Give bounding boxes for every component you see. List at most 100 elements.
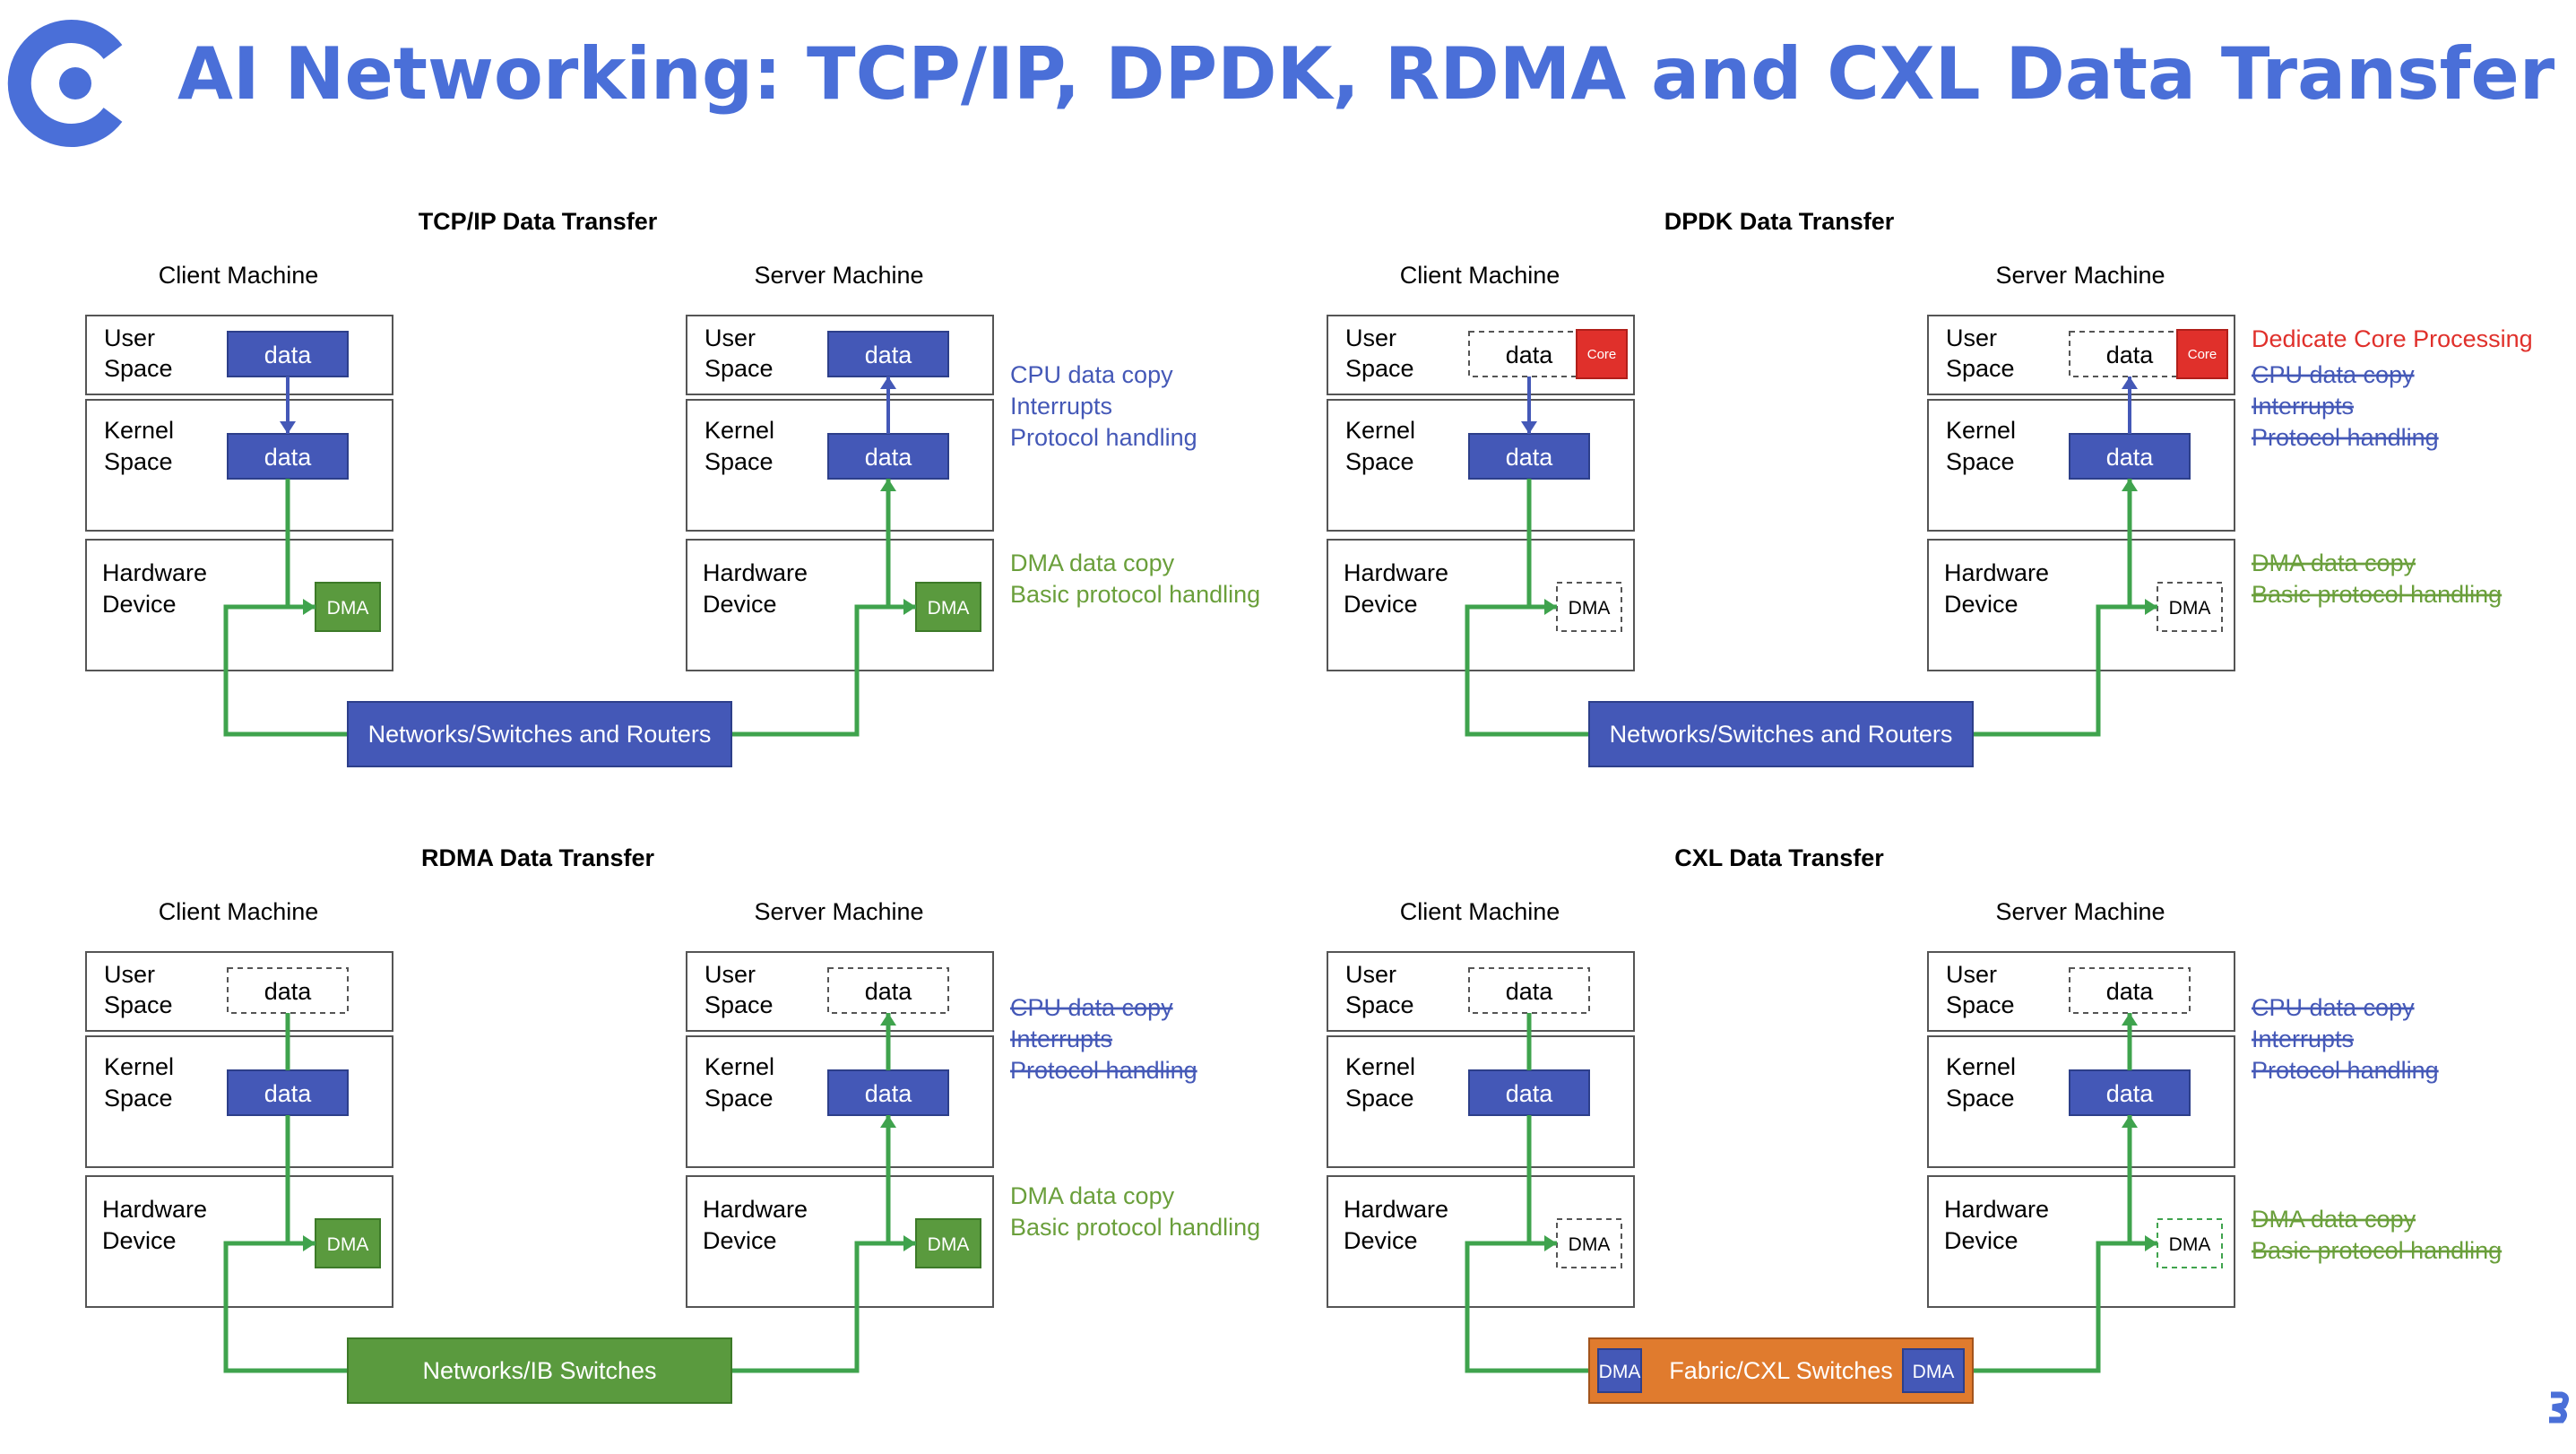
dpdk-client-network-line: [1465, 604, 1589, 737]
dpdk-network-box: [1588, 701, 1974, 767]
cxl-server-user-data-box: [2069, 967, 2191, 1014]
rdma-server-machine-label: Server Machine: [754, 898, 923, 925]
cxl-fabric-dma-right-label: DMA: [1913, 1362, 1955, 1382]
rdma-client-user-label: User: [104, 961, 155, 988]
cxl-fabric-dma-left-label: DMA: [1599, 1362, 1641, 1382]
rdma-server-kernel-label-2: Space: [705, 1085, 774, 1112]
dpdk-server-kernel-label-2: Space: [1946, 448, 2015, 475]
dpdk-dma-note-0: DMA data copy: [2252, 550, 2416, 576]
dpdk-server-machine-label: Server Machine: [1995, 262, 2165, 289]
dpdk-server-user-data-label: data: [2106, 342, 2155, 368]
rdma-server-user-data-label: data: [865, 978, 913, 1005]
c-logo-icon: [7, 20, 123, 147]
rdma-server-hw-label-2: Device: [703, 1227, 777, 1254]
tcp-client-network-line: [223, 604, 348, 737]
cxl-server-machine-label: Server Machine: [1995, 898, 2165, 925]
cxl-client-machine-label: Client Machine: [1400, 898, 1560, 925]
rdma-cpu-note-1: Interrupts: [1010, 1026, 1112, 1052]
dpdk-server-kernel-label: Kernel: [1946, 417, 2016, 444]
tcp-network-label: Networks/Switches and Routers: [368, 721, 712, 748]
rdma-server-user-label-2: Space: [705, 991, 774, 1018]
cxl-client-user-data-box: [1468, 967, 1590, 1014]
rdma-network-label: Networks/IB Switches: [422, 1357, 656, 1384]
rdma-dma-note-0: DMA data copy: [1010, 1182, 1175, 1209]
cxl-fabric-dma-left-box: [1597, 1348, 1642, 1393]
tcp-server-hw-label: Hardware: [703, 559, 808, 586]
dpdk-panel-title: DPDK Data Transfer: [1664, 208, 1895, 235]
dpdk-server-core-box: [2176, 329, 2228, 379]
dpdk-client-dma-label: DMA: [1569, 598, 1611, 619]
cxl-cpu-note-2: Protocol handling: [2252, 1057, 2439, 1084]
rdma-client-hw-label-2: Device: [102, 1227, 177, 1254]
cxl-dma-note-0: DMA data copy: [2252, 1206, 2416, 1233]
cxl-network-label: Fabric/CXL Switches: [1669, 1357, 1893, 1384]
cxl-server-user-arrow: [2122, 1013, 2138, 1026]
rdma-server-dma-label: DMA: [928, 1234, 970, 1255]
dpdk-client-kernel-label-2: Space: [1345, 448, 1414, 475]
dpdk-server-hw-label-2: Device: [1944, 591, 2018, 618]
tcp-server-kernel-data-label: data: [865, 444, 913, 471]
dpdk-server-user-arrow: [2122, 376, 2138, 389]
cxl-fabric-dma-right-box: [1902, 1348, 1965, 1393]
cxl-client-dma-label: DMA: [1569, 1234, 1611, 1255]
page-title: AI Networking: TCP/IP, DPDK, RDMA and CX…: [177, 32, 2555, 116]
rdma-client-network-line: [223, 1241, 348, 1373]
dpdk-cpu-note-1: Interrupts: [2252, 393, 2354, 420]
cxl-dma-note-1: Basic protocol handling: [2252, 1237, 2502, 1264]
rdma-server-user-arrow: [880, 1013, 896, 1026]
cxl-server-user-label: User: [1946, 961, 1997, 988]
cxl-server-kernel-data-label: data: [2106, 1080, 2155, 1107]
tcp-server-kernel-label-2: Space: [705, 448, 774, 475]
rdma-client-kernel-data-label: data: [264, 1080, 313, 1107]
cxl-server-user-data-label: data: [2106, 978, 2155, 1005]
rdma-client-user-data-label: data: [264, 978, 313, 1005]
dpdk-dma-note-1: Basic protocol handling: [2252, 581, 2502, 608]
dpdk-client-hw-label: Hardware: [1344, 559, 1448, 586]
dpdk-client-hw-label-2: Device: [1344, 591, 1418, 618]
cxl-server-hw-label-2: Device: [1944, 1227, 2018, 1254]
tcp-panel-title: TCP/IP Data Transfer: [419, 208, 658, 235]
tcp-client-kernel-label-2: Space: [104, 448, 173, 475]
rdma-server-kernel-data-label: data: [865, 1080, 913, 1107]
cxl-cpu-note-0: CPU data copy: [2252, 994, 2415, 1021]
cxl-server-user-label-2: Space: [1946, 991, 2015, 1018]
tcp-cpu-note-0: CPU data copy: [1010, 361, 1173, 388]
cxl-server-dma-box: [2157, 1218, 2223, 1268]
rdma-dma-note-1: Basic protocol handling: [1010, 1214, 1260, 1241]
dpdk-server-core-label: Core: [2188, 347, 2217, 362]
cxl-client-dma-box: [1556, 1218, 1622, 1268]
tcp-client-user-label: User: [104, 325, 155, 351]
tcp-client-user-data-box: [227, 331, 349, 377]
tcp-dma-note-0: DMA data copy: [1010, 550, 1175, 576]
tcp-server-kernel-arrow: [880, 479, 896, 491]
tcp-server-user-label: User: [705, 325, 756, 351]
cxl-server-kernel-label-2: Space: [1946, 1085, 2015, 1112]
rdma-client-user-data-box: [227, 967, 349, 1014]
dpdk-client-user-data-label: data: [1506, 342, 1554, 368]
tcp-server-user-data-label: data: [865, 342, 913, 368]
rdma-cpu-note-0: CPU data copy: [1010, 994, 1173, 1021]
cxl-client-hw-label: Hardware: [1344, 1196, 1448, 1223]
tcp-server-user-data-box: [827, 331, 949, 377]
rdma-server-kernel-arrow: [880, 1115, 896, 1128]
rdma-panel-title: RDMA Data Transfer: [421, 844, 655, 871]
dpdk-client-user-label-2: Space: [1345, 355, 1414, 382]
tcp-client-kernel-data-label: data: [264, 444, 313, 471]
tcp-client-dma-label: DMA: [327, 598, 369, 619]
cxl-client-network-line: [1465, 1241, 1589, 1373]
dpdk-client-user-kernel-arrow: [1521, 421, 1537, 434]
cxl-client-user-label: User: [1345, 961, 1396, 988]
rdma-server-user-data-box: [827, 967, 949, 1014]
tcp-client-hw-label: Hardware: [102, 559, 207, 586]
rdma-client-hw-label: Hardware: [102, 1196, 207, 1223]
dpdk-server-user-label-2: Space: [1946, 355, 2015, 382]
cxl-server-kernel-arrow: [2122, 1115, 2138, 1128]
rdma-network-box: [347, 1337, 732, 1404]
tcp-dma-note-1: Basic protocol handling: [1010, 581, 1260, 608]
rdma-server-dma-box: [915, 1218, 981, 1268]
tcp-server-dma-box: [915, 582, 981, 632]
